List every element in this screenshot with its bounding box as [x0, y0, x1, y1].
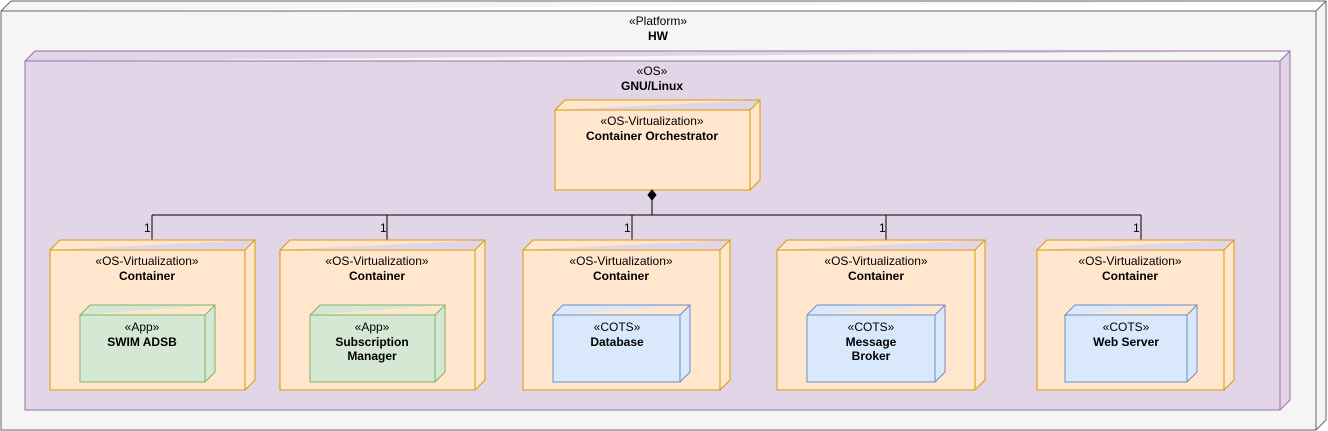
- container-name: Container: [119, 269, 175, 283]
- component-name: Web Server: [1093, 335, 1159, 349]
- container-name: Container: [349, 269, 405, 283]
- container-node: 1 «OS-Virtualization» Container «App» Su…: [279, 221, 486, 391]
- multiplicity-label: 1: [380, 221, 387, 235]
- component-name-line-2: Broker: [852, 349, 891, 363]
- app-component-box: [309, 304, 446, 383]
- container-node: 1 «OS-Virtualization» Container «COTS» M…: [776, 221, 986, 391]
- container-name: Container: [1102, 269, 1158, 283]
- container-name: Container: [848, 269, 904, 283]
- cots-component: «COTS» Web Server: [1064, 304, 1198, 383]
- os-stereotype: «OS»: [637, 64, 668, 78]
- app-component: «App» Subscription Manager: [309, 304, 446, 383]
- container-stereotype: «OS-Virtualization»: [95, 254, 198, 268]
- multiplicity-label: 1: [879, 221, 886, 235]
- component-stereotype: «COTS»: [1103, 320, 1150, 334]
- orchestrator-node-box: [554, 99, 761, 191]
- component-name-line-1: Message: [846, 335, 897, 349]
- orchestrator-node: «OS-Virtualization» Container Orchestrat…: [554, 99, 761, 191]
- app-component-box: [79, 304, 216, 383]
- cots-component: «COTS» Message Broker: [806, 304, 946, 383]
- cots-component-box: [1064, 304, 1198, 383]
- component-stereotype: «App»: [355, 320, 390, 334]
- orchestrator-stereotype: «OS-Virtualization»: [600, 114, 703, 128]
- platform-stereotype: «Platform»: [629, 14, 687, 28]
- platform-name: HW: [648, 29, 669, 43]
- component-stereotype: «App»: [125, 320, 160, 334]
- cots-component-box: [806, 304, 946, 383]
- container-stereotype: «OS-Virtualization»: [1078, 254, 1181, 268]
- container-name: Container: [593, 269, 649, 283]
- component-stereotype: «COTS»: [594, 320, 641, 334]
- multiplicity-label: 1: [1133, 221, 1140, 235]
- composition-connectors: [151, 189, 1142, 240]
- container-node: 1 «OS-Virtualization» Container «COTS» D…: [522, 221, 731, 391]
- app-component: «App» SWIM ADSB: [79, 304, 216, 383]
- container-stereotype: «OS-Virtualization»: [824, 254, 927, 268]
- multiplicity-label: 1: [144, 221, 151, 235]
- component-name-line-2: Manager: [347, 349, 397, 363]
- multiplicity-label: 1: [624, 221, 631, 235]
- component-name: SWIM ADSB: [107, 335, 177, 349]
- component-name-line-1: Subscription: [335, 335, 408, 349]
- orchestrator-name: Container Orchestrator: [586, 129, 718, 143]
- cots-component-box: [552, 304, 691, 383]
- container-node: 1 «OS-Virtualization» Container «App» SW…: [49, 221, 256, 391]
- component-name: Database: [590, 335, 644, 349]
- container-node: 1 «OS-Virtualization» Container «COTS» W…: [1036, 221, 1235, 391]
- os-name: GNU/Linux: [621, 79, 683, 93]
- container-stereotype: «OS-Virtualization»: [325, 254, 428, 268]
- cots-component: «COTS» Database: [552, 304, 691, 383]
- container-stereotype: «OS-Virtualization»: [569, 254, 672, 268]
- component-stereotype: «COTS»: [848, 320, 895, 334]
